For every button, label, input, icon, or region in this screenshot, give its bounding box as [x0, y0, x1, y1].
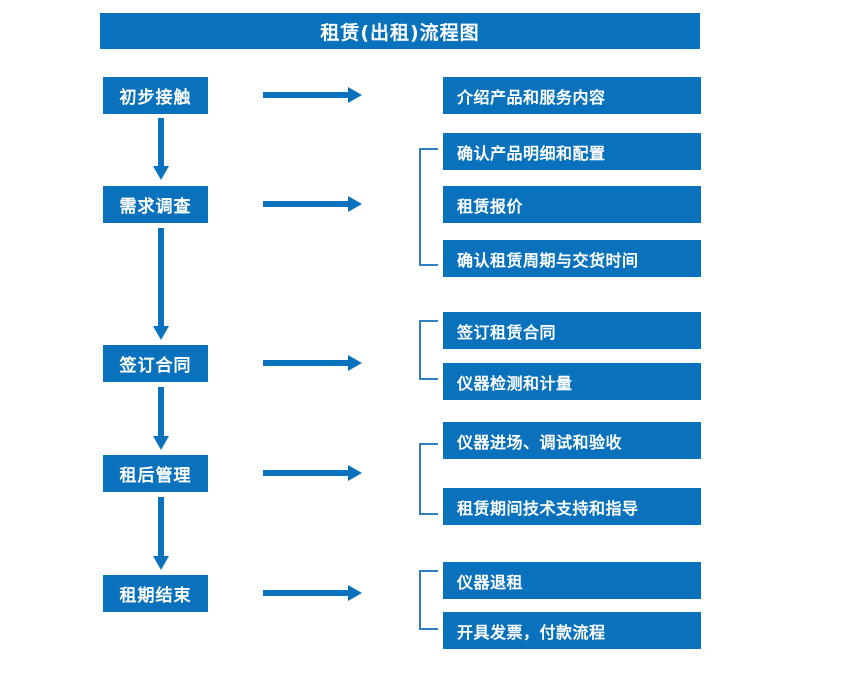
- arrow-shaft: [263, 590, 349, 596]
- flow-arrow-down-3: [153, 387, 169, 450]
- detail-arrow-1: [263, 87, 362, 103]
- group-bracket-4: [419, 570, 438, 630]
- detail-box-2[interactable]: 确认产品明细和配置: [443, 133, 701, 170]
- arrow-shaft: [263, 92, 349, 98]
- arrow-head: [153, 326, 169, 340]
- detail-box-1[interactable]: 介绍产品和服务内容: [443, 77, 701, 114]
- detail-box-6[interactable]: 仪器检测和计量: [443, 363, 701, 400]
- arrow-head: [348, 355, 362, 371]
- arrow-head: [348, 196, 362, 212]
- detail-box-10[interactable]: 开具发票，付款流程: [443, 612, 701, 649]
- stage-box-1[interactable]: 初步接触: [103, 77, 208, 114]
- arrow-head: [153, 436, 169, 450]
- arrow-head: [153, 166, 169, 180]
- group-bracket-1: [419, 148, 438, 266]
- arrow-head: [348, 585, 362, 601]
- group-bracket-2: [419, 320, 438, 380]
- arrow-shaft: [263, 470, 349, 476]
- detail-box-5[interactable]: 签订租赁合同: [443, 312, 701, 349]
- detail-arrow-4: [263, 465, 362, 481]
- detail-box-9[interactable]: 仪器退租: [443, 562, 701, 599]
- arrow-shaft: [263, 201, 349, 207]
- stage-box-5[interactable]: 租期结束: [103, 575, 208, 612]
- arrow-shaft: [158, 118, 164, 166]
- flow-arrow-down-4: [153, 497, 169, 570]
- detail-box-8[interactable]: 租赁期间技术支持和指导: [443, 488, 701, 525]
- stage-box-4[interactable]: 租后管理: [103, 455, 208, 492]
- flow-arrow-down-1: [153, 118, 169, 180]
- arrow-head: [153, 556, 169, 570]
- stage-box-2[interactable]: 需求调查: [103, 186, 208, 223]
- stage-box-3[interactable]: 签订合同: [103, 345, 208, 382]
- detail-box-7[interactable]: 仪器进场、调试和验收: [443, 422, 701, 459]
- detail-arrow-3: [263, 355, 362, 371]
- arrow-head: [348, 465, 362, 481]
- detail-arrow-2: [263, 196, 362, 212]
- arrow-shaft: [158, 228, 164, 326]
- detail-box-4[interactable]: 确认租赁周期与交货时间: [443, 240, 701, 277]
- arrow-shaft: [263, 360, 349, 366]
- page-title: 租赁(出租)流程图: [100, 13, 700, 49]
- arrow-shaft: [158, 387, 164, 436]
- arrow-shaft: [158, 497, 164, 556]
- arrow-head: [348, 87, 362, 103]
- detail-arrow-5: [263, 585, 362, 601]
- group-bracket-3: [419, 443, 438, 515]
- detail-box-3[interactable]: 租赁报价: [443, 186, 701, 223]
- flow-arrow-down-2: [153, 228, 169, 340]
